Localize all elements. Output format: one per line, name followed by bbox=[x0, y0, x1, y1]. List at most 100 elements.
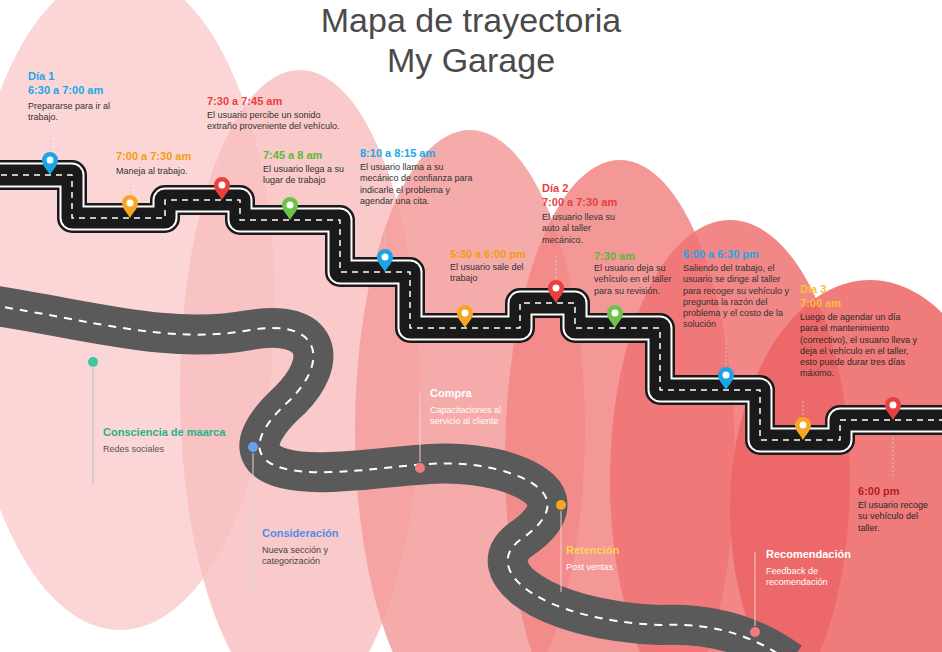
time-label: 7:00 am bbox=[800, 297, 890, 311]
pin-shape bbox=[214, 177, 230, 200]
pin-hole bbox=[890, 402, 897, 409]
leader-line bbox=[893, 438, 894, 478]
step-text: El usuario percibe un sonido extraño pro… bbox=[207, 110, 342, 133]
blob bbox=[730, 280, 942, 652]
pin-hole bbox=[612, 310, 619, 317]
leader-line bbox=[93, 368, 94, 485]
stage-text: Capacitaciones al servicio al cliente bbox=[430, 405, 520, 428]
pin-shape bbox=[548, 280, 564, 303]
day-label: Día 1 bbox=[28, 70, 148, 84]
stage-dot bbox=[556, 500, 566, 510]
leader-line bbox=[556, 254, 557, 278]
step-text: El usuario llega a su lugar de trabajo bbox=[263, 164, 355, 187]
pin-leaders bbox=[50, 132, 893, 478]
pin-shape bbox=[885, 397, 901, 420]
stage-title: Consideración bbox=[262, 527, 382, 541]
map-pin bbox=[607, 305, 623, 328]
pin-shape bbox=[282, 197, 298, 220]
stage-text: Feedback de recomendación bbox=[766, 566, 851, 589]
leader-line bbox=[222, 158, 223, 175]
stage-dot bbox=[248, 442, 258, 452]
time-label: 5:30 a 6:00 pm bbox=[450, 248, 545, 262]
time-label: 7:00 a 7:30 am bbox=[542, 196, 637, 210]
map-pin bbox=[42, 152, 58, 175]
stage-dot bbox=[88, 357, 98, 367]
pin-hole bbox=[47, 157, 54, 164]
time-label: 6:00 pm bbox=[858, 485, 938, 499]
map-pin bbox=[885, 397, 901, 420]
step-text: Maneja al trabajo. bbox=[116, 166, 206, 177]
leader-line bbox=[130, 184, 131, 193]
stage-title: Retención bbox=[566, 544, 666, 558]
leader-line bbox=[803, 400, 804, 415]
step-text: El usuario lleva su auto al taller mecán… bbox=[542, 212, 632, 246]
stage-title: Recomendación bbox=[766, 548, 886, 562]
stage-text: Nueva sección y categorización bbox=[262, 545, 362, 568]
time-label: 7:00 a 7:30 am bbox=[116, 150, 206, 164]
leader-line bbox=[420, 392, 421, 462]
stage-title: Compra bbox=[430, 387, 530, 401]
step-text: El usuario recoge su vehículo del taller… bbox=[858, 500, 932, 534]
map-pin bbox=[795, 417, 811, 440]
map-pin bbox=[457, 305, 473, 328]
stage-text: Redes sociales bbox=[103, 444, 223, 455]
day-label: Día 2 bbox=[542, 182, 632, 196]
step-text: Saliendo del trabajo, el usuario se diri… bbox=[683, 263, 801, 331]
pin-hole bbox=[553, 285, 560, 292]
step-text: Luego de agendar un día para el mantenim… bbox=[800, 312, 918, 380]
day-label: Día 3 bbox=[800, 283, 890, 297]
time-label: 7:45 a 8 am bbox=[263, 149, 353, 163]
pin-hole bbox=[462, 310, 469, 317]
time-label: 7:30 am bbox=[594, 250, 679, 264]
stage-dot bbox=[750, 627, 760, 637]
map-pin bbox=[548, 280, 564, 303]
road-edge bbox=[0, 175, 942, 440]
step-text: El usuario sale del trabajo bbox=[450, 262, 540, 285]
leader-line bbox=[561, 511, 562, 592]
pin-shape bbox=[795, 417, 811, 440]
pin-shape bbox=[122, 195, 138, 218]
leader-line bbox=[465, 292, 466, 303]
stage-dot bbox=[415, 463, 425, 473]
map-title: Mapa de trayectoria My Garage bbox=[306, 0, 636, 80]
pin-shape bbox=[377, 249, 393, 272]
stage-text: Post ventas bbox=[566, 562, 656, 573]
road-surface bbox=[0, 175, 942, 440]
pin-hole bbox=[127, 200, 134, 207]
time-label: 6:00 a 6:30 pm bbox=[683, 248, 793, 262]
pin-hole bbox=[723, 372, 730, 379]
time-label: 8:10 a 8:15 am bbox=[360, 147, 470, 161]
step-text: Prepararse para ir al trabajo. bbox=[28, 101, 128, 124]
time-label: 6:30 a 7:00 am bbox=[28, 84, 148, 98]
pin-shape bbox=[42, 152, 58, 175]
leader-line bbox=[385, 226, 386, 247]
pin-hole bbox=[382, 254, 389, 261]
pin-hole bbox=[800, 422, 807, 429]
stage-leaders bbox=[93, 368, 755, 626]
map-pin bbox=[214, 177, 230, 200]
leader-line bbox=[50, 132, 51, 150]
pin-shape bbox=[457, 305, 473, 328]
leader-line bbox=[755, 552, 756, 626]
pin-shape bbox=[718, 367, 734, 390]
road-centerline bbox=[0, 175, 942, 440]
map-pin bbox=[282, 197, 298, 220]
time-label: 7:30 a 7:45 am bbox=[207, 95, 327, 109]
stage-title: Consciencia de maarca bbox=[103, 426, 253, 440]
map-pin bbox=[122, 195, 138, 218]
pin-hole bbox=[287, 202, 294, 209]
top-road bbox=[0, 175, 942, 440]
map-pin bbox=[377, 249, 393, 272]
leader-line bbox=[290, 190, 291, 195]
road-surface bbox=[0, 175, 942, 440]
leader-line bbox=[253, 453, 254, 600]
pin-hole bbox=[219, 182, 226, 189]
step-text: El usuario llama a su mecánico de confia… bbox=[360, 162, 475, 207]
road-pins bbox=[42, 152, 901, 440]
pin-shape bbox=[607, 305, 623, 328]
step-text: El usuario deja su vehículo en el taller… bbox=[594, 263, 679, 297]
map-pin bbox=[718, 367, 734, 390]
leader-line bbox=[726, 340, 727, 365]
